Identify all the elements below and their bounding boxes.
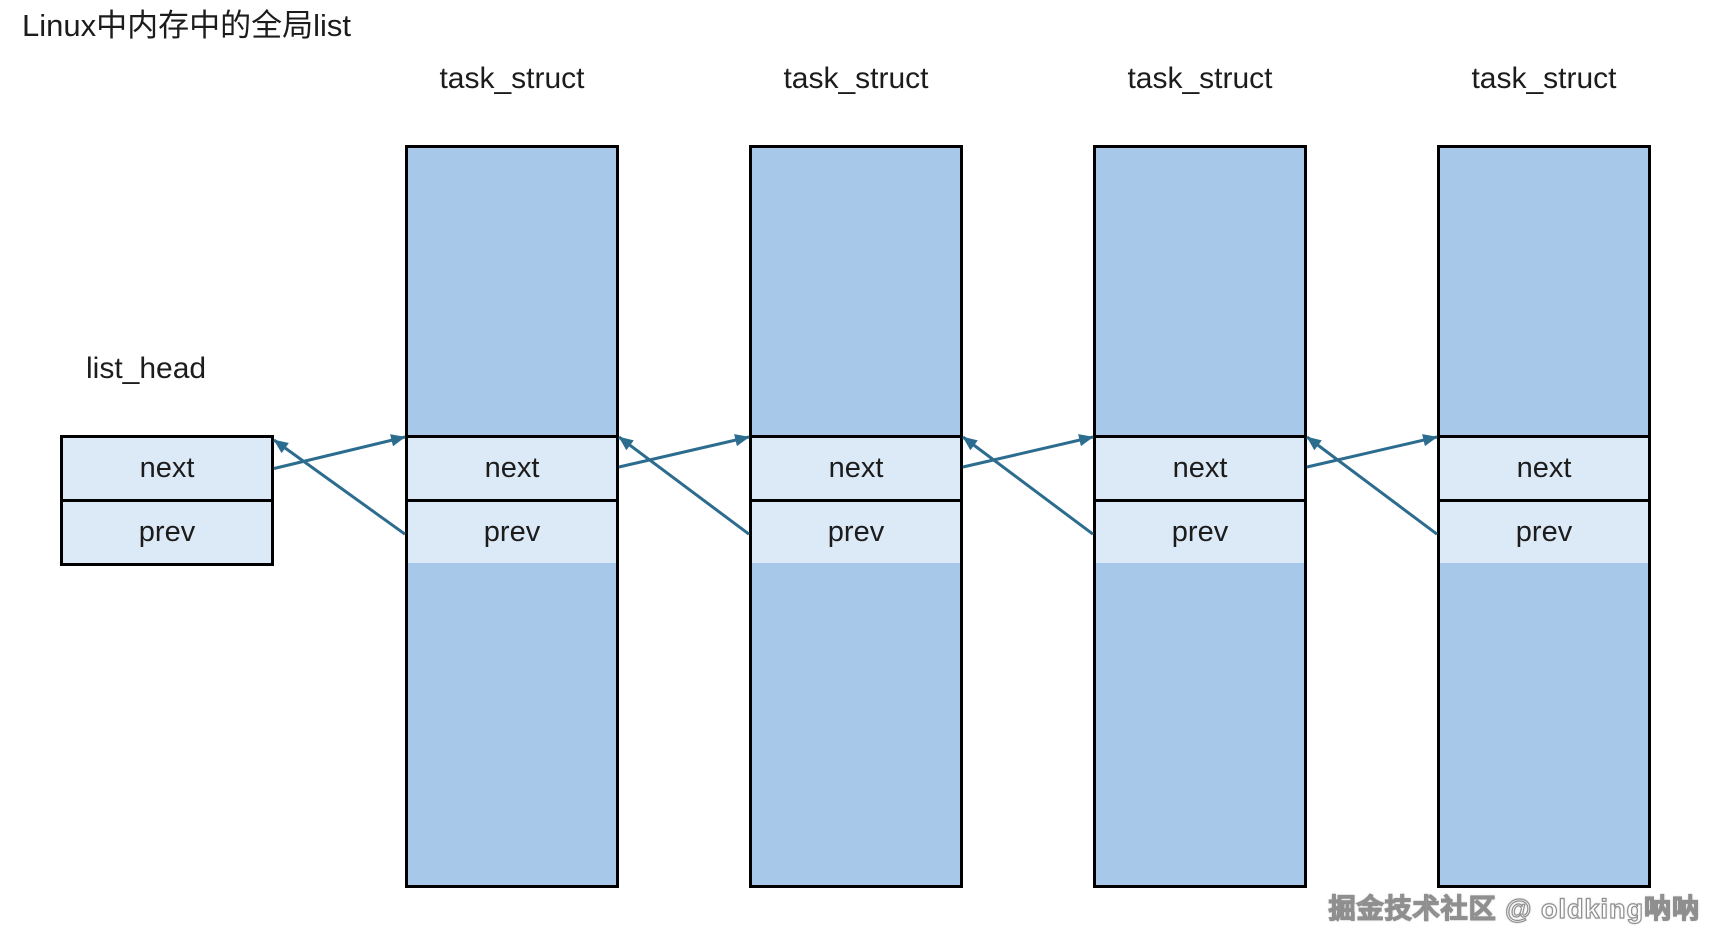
struct-lower-fields [408,563,616,885]
task1-prev-field: prev [408,499,616,563]
task-struct-label-1: task_struct [439,62,585,95]
task-struct-node-2: next prev [749,145,963,888]
next-pointer-arrow [1306,434,1438,469]
struct-upper-fields [1440,148,1648,435]
next-pointer-label: next [1172,452,1228,484]
struct-lower-fields [1440,563,1648,885]
task-struct-label-4: task_struct [1471,62,1617,95]
prev-pointer-arrow [962,435,1094,536]
next-pointer-label: next [484,452,540,484]
task-struct-node-4: next prev [1437,145,1651,888]
list-head-label: list_head [86,352,207,385]
task3-next-field: next [1096,435,1304,499]
task2-prev-field: prev [752,499,960,563]
list-head-next-field: next [63,438,271,499]
next-pointer-arrow [273,434,406,470]
prev-pointer-label: prev [1171,516,1229,548]
next-pointer-label: next [139,452,195,484]
prev-pointer-label: prev [483,516,541,548]
task-struct-node-3: next prev [1093,145,1307,888]
prev-pointer-label: prev [827,516,885,548]
prev-pointer-arrow [1306,435,1438,536]
watermark: 掘金技术社区 @ oldking呐呐 [1328,893,1700,924]
task1-next-field: next [408,435,616,499]
task-struct-label-3: task_struct [1127,62,1273,95]
task-struct-node-1: next prev [405,145,619,888]
next-pointer-arrow [618,434,750,469]
task3-prev-field: prev [1096,499,1304,563]
list-head-prev-field: prev [63,499,271,563]
prev-pointer-label: prev [138,516,196,548]
task4-next-field: next [1440,435,1648,499]
prev-pointer-arrow [618,435,750,536]
prev-pointer-label: prev [1515,516,1573,548]
struct-upper-fields [408,148,616,435]
next-pointer-label: next [828,452,884,484]
struct-lower-fields [752,563,960,885]
next-pointer-arrow [962,434,1094,469]
struct-lower-fields [1096,563,1304,885]
task2-next-field: next [752,435,960,499]
struct-upper-fields [752,148,960,435]
prev-pointer-arrow [273,438,406,536]
task4-prev-field: prev [1440,499,1648,563]
diagram-title: Linux中内存中的全局list [22,8,351,43]
list-head-node: next prev [60,435,274,566]
next-pointer-label: next [1516,452,1572,484]
struct-upper-fields [1096,148,1304,435]
task-struct-label-2: task_struct [783,62,929,95]
